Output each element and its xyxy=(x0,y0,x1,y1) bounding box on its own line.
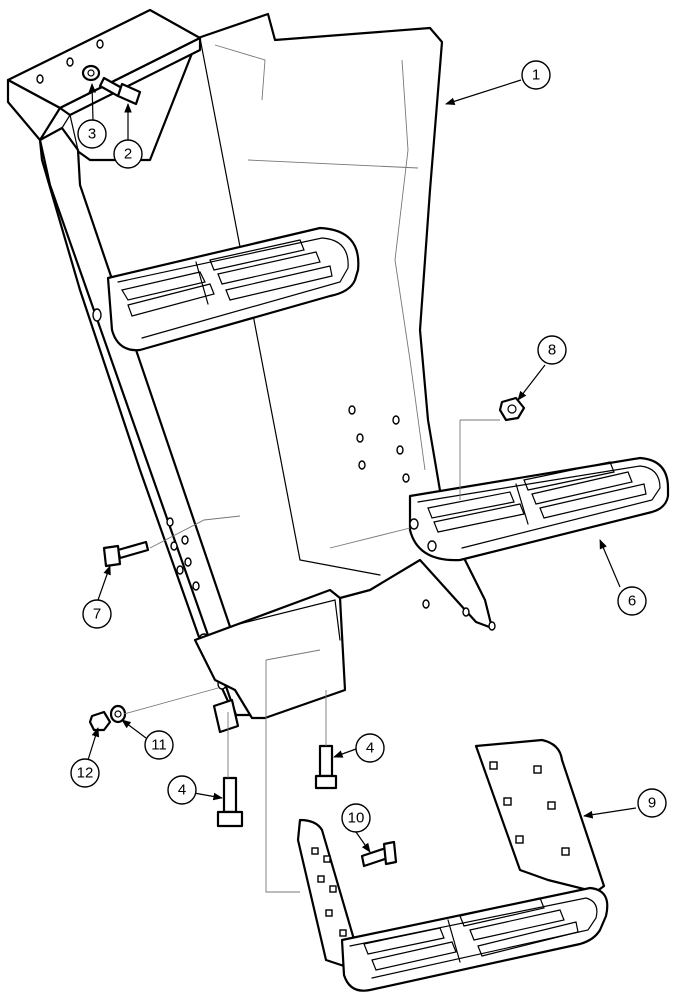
callout-9: 9 xyxy=(637,788,667,818)
bolt-10 xyxy=(360,840,398,868)
bottom-step xyxy=(296,738,609,992)
callout-label: 9 xyxy=(648,795,656,812)
callout-label: 10 xyxy=(348,810,365,827)
bolt-4-right xyxy=(314,744,338,790)
mid-step-tread xyxy=(408,456,670,562)
callout-label: 7 xyxy=(93,606,101,623)
hardware xyxy=(81,64,526,868)
callout-11: 11 xyxy=(144,730,174,760)
step-frame xyxy=(6,8,496,734)
leader-lines xyxy=(87,79,637,853)
callout-6: 6 xyxy=(617,586,647,616)
upper-step-tread xyxy=(106,226,360,352)
callout-label: 11 xyxy=(151,737,167,754)
callout-label: 4 xyxy=(178,782,186,799)
callout-1: 1 xyxy=(521,60,551,90)
callout-8: 8 xyxy=(537,335,567,365)
washer-11 xyxy=(109,704,127,724)
callout-label: 4 xyxy=(366,740,374,757)
callout-label: 2 xyxy=(124,146,132,163)
callout-4-right: 4 xyxy=(355,733,385,763)
bolt-2 xyxy=(98,76,142,106)
washer-3 xyxy=(81,64,101,82)
callout-12: 12 xyxy=(70,758,100,788)
callout-10: 10 xyxy=(341,803,371,833)
callout-7: 7 xyxy=(82,599,112,629)
callout-2: 2 xyxy=(113,139,143,169)
callout-label: 1 xyxy=(532,67,540,84)
alignment-lines xyxy=(123,419,500,893)
callout-label: 6 xyxy=(628,593,636,610)
callout-3: 3 xyxy=(77,119,107,149)
bolt-4-left xyxy=(216,776,244,828)
callout-label: 3 xyxy=(88,126,96,143)
callout-label: 12 xyxy=(77,765,94,782)
nut-12 xyxy=(88,710,112,732)
bolt-7 xyxy=(102,540,150,568)
callout-4-left: 4 xyxy=(167,775,197,805)
nut-8 xyxy=(498,396,526,422)
callout-label: 8 xyxy=(548,342,556,359)
